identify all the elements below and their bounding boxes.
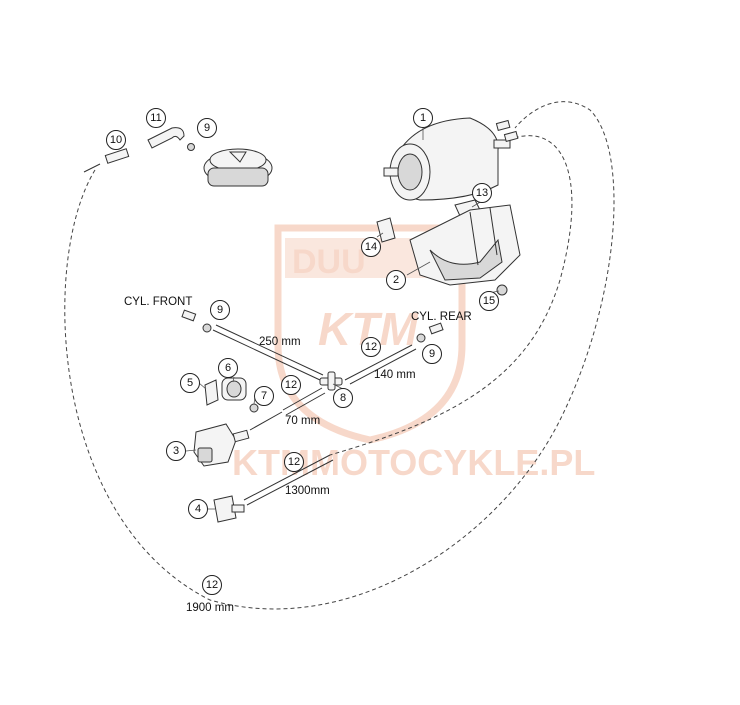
front-cylinder-fitting bbox=[181, 309, 212, 333]
svg-text:8: 8 bbox=[340, 392, 346, 404]
fuel-cap bbox=[203, 148, 273, 187]
callout-14: 14 bbox=[361, 237, 381, 257]
callout-9-front: 9 bbox=[210, 300, 230, 320]
svg-text:10: 10 bbox=[110, 134, 122, 146]
part-3-valve bbox=[193, 411, 283, 467]
svg-text:12: 12 bbox=[285, 379, 297, 391]
hose-70mm bbox=[282, 387, 326, 416]
svg-text:6: 6 bbox=[225, 362, 231, 374]
callout-13: 13 bbox=[472, 183, 492, 203]
part-1-canister bbox=[383, 117, 519, 201]
callout-1: 1 bbox=[413, 108, 433, 128]
watermark: DUU KTM KTMMOTOCYKLE.PL bbox=[232, 224, 595, 483]
callout-3: 3 bbox=[166, 441, 186, 461]
part-9-clamp-top bbox=[187, 143, 195, 151]
part-2-holder bbox=[409, 204, 521, 286]
callout-7: 7 bbox=[254, 386, 274, 406]
hose-250mm bbox=[212, 324, 324, 381]
label-cyl-rear: CYL. REAR bbox=[411, 311, 472, 323]
svg-text:2: 2 bbox=[393, 274, 399, 286]
part-15-bolt bbox=[496, 284, 508, 296]
part-14-bracket bbox=[376, 217, 396, 243]
svg-text:5: 5 bbox=[187, 377, 193, 389]
callout-9-top: 9 bbox=[197, 118, 217, 138]
svg-text:13: 13 bbox=[476, 187, 488, 199]
callout-11: 11 bbox=[146, 108, 166, 128]
svg-text:3: 3 bbox=[173, 445, 179, 457]
callout-5: 5 bbox=[180, 373, 200, 393]
label-140mm: 140 mm bbox=[374, 369, 416, 381]
label-70mm: 70 mm bbox=[285, 415, 320, 427]
callout-12-1300mm: 12 bbox=[284, 452, 304, 472]
svg-text:15: 15 bbox=[483, 295, 495, 307]
svg-text:7: 7 bbox=[261, 390, 267, 402]
svg-text:9: 9 bbox=[217, 304, 223, 316]
part-4-fitting bbox=[213, 495, 245, 523]
svg-text:11: 11 bbox=[150, 112, 161, 124]
rear-cylinder-fitting bbox=[416, 322, 444, 343]
watermark-brand-top: DUU bbox=[292, 243, 366, 281]
part-7-screw bbox=[249, 403, 259, 413]
svg-text:12: 12 bbox=[288, 456, 300, 468]
svg-text:12: 12 bbox=[365, 341, 377, 353]
hose-140mm bbox=[344, 344, 417, 385]
callout-12-rear: 12 bbox=[361, 337, 381, 357]
label-1300mm: 1300mm bbox=[285, 485, 330, 497]
callout-10: 10 bbox=[106, 130, 126, 150]
callout-2: 2 bbox=[386, 270, 406, 290]
hose-1300mm bbox=[243, 454, 334, 506]
svg-text:4: 4 bbox=[195, 503, 201, 515]
callout-12-1900mm: 12 bbox=[202, 575, 222, 595]
svg-text:12: 12 bbox=[206, 579, 218, 591]
part-11-elbow bbox=[147, 127, 185, 149]
svg-text:9: 9 bbox=[429, 348, 435, 360]
hose-1300mm-path bbox=[329, 135, 573, 456]
part-10-fitting bbox=[83, 148, 130, 173]
callout-15: 15 bbox=[479, 291, 499, 311]
part-5-bracket bbox=[204, 379, 219, 406]
label-cyl-front: CYL. FRONT bbox=[124, 296, 192, 308]
part-8-t-piece bbox=[319, 371, 343, 391]
label-1900mm: 1900 mm bbox=[186, 602, 234, 614]
callout-9-rear: 9 bbox=[422, 344, 442, 364]
svg-text:9: 9 bbox=[204, 122, 210, 134]
part-6-holder bbox=[221, 377, 247, 401]
svg-text:14: 14 bbox=[365, 241, 377, 253]
callout-6: 6 bbox=[218, 358, 238, 378]
hose-1900mm bbox=[64, 101, 615, 610]
callout-4: 4 bbox=[188, 499, 208, 519]
callout-8: 8 bbox=[333, 388, 353, 408]
label-250mm: 250 mm bbox=[259, 336, 301, 348]
svg-text:1: 1 bbox=[420, 112, 426, 124]
callout-12-70mm: 12 bbox=[281, 375, 301, 395]
